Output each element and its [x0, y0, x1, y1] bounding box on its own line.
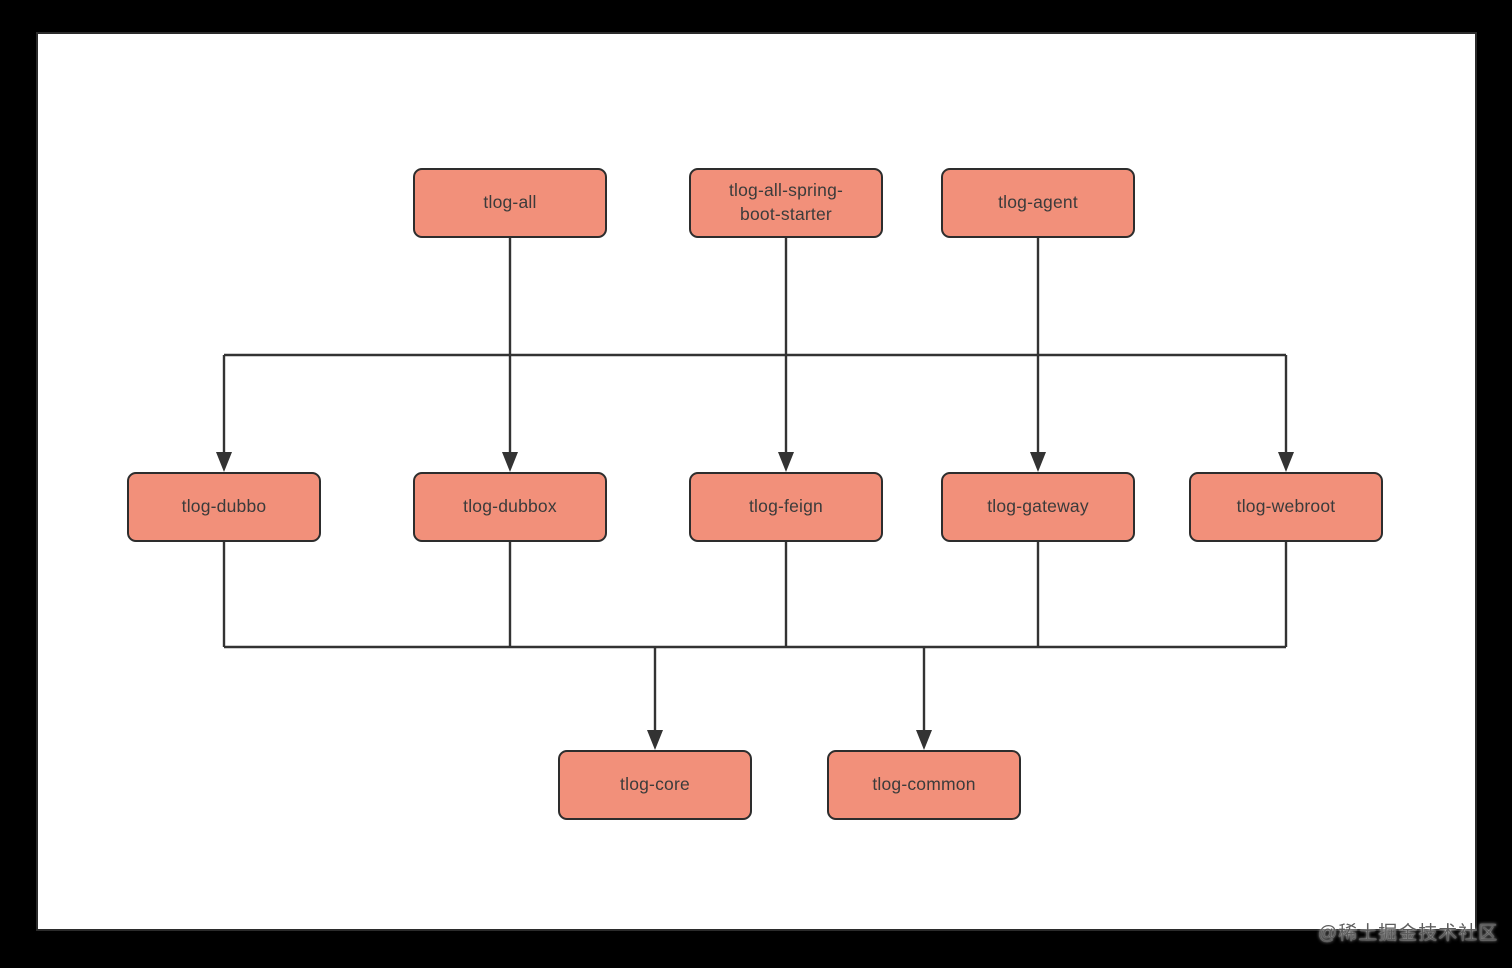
node-label: tlog-dubbo	[181, 496, 267, 517]
node-label: tlog-common	[872, 774, 976, 795]
node-tlog-gateway: tlog-gateway	[941, 472, 1135, 542]
node-tlog-agent: tlog-agent	[941, 168, 1135, 238]
node-label: tlog-all-spring-boot-starter	[728, 180, 844, 224]
node-tlog-feign: tlog-feign	[689, 472, 883, 542]
node-label: tlog-dubbox	[463, 496, 557, 517]
node-label: tlog-webroot	[1236, 496, 1336, 517]
node-label: tlog-agent	[998, 192, 1078, 213]
node-tlog-dubbo: tlog-dubbo	[127, 472, 321, 542]
node-label: tlog-core	[620, 774, 690, 795]
node-tlog-all: tlog-all	[413, 168, 607, 238]
node-label: tlog-all	[483, 192, 537, 213]
node-label: tlog-feign	[749, 496, 823, 517]
node-tlog-webroot: tlog-webroot	[1189, 472, 1383, 542]
node-tlog-common: tlog-common	[827, 750, 1021, 820]
node-tlog-core: tlog-core	[558, 750, 752, 820]
node-label: tlog-gateway	[987, 496, 1089, 517]
watermark: @稀土掘金技术社区	[1318, 923, 1499, 944]
node-tlog-all-spring-boot-starter: tlog-all-spring-boot-starter	[689, 168, 883, 238]
node-tlog-dubbox: tlog-dubbox	[413, 472, 607, 542]
